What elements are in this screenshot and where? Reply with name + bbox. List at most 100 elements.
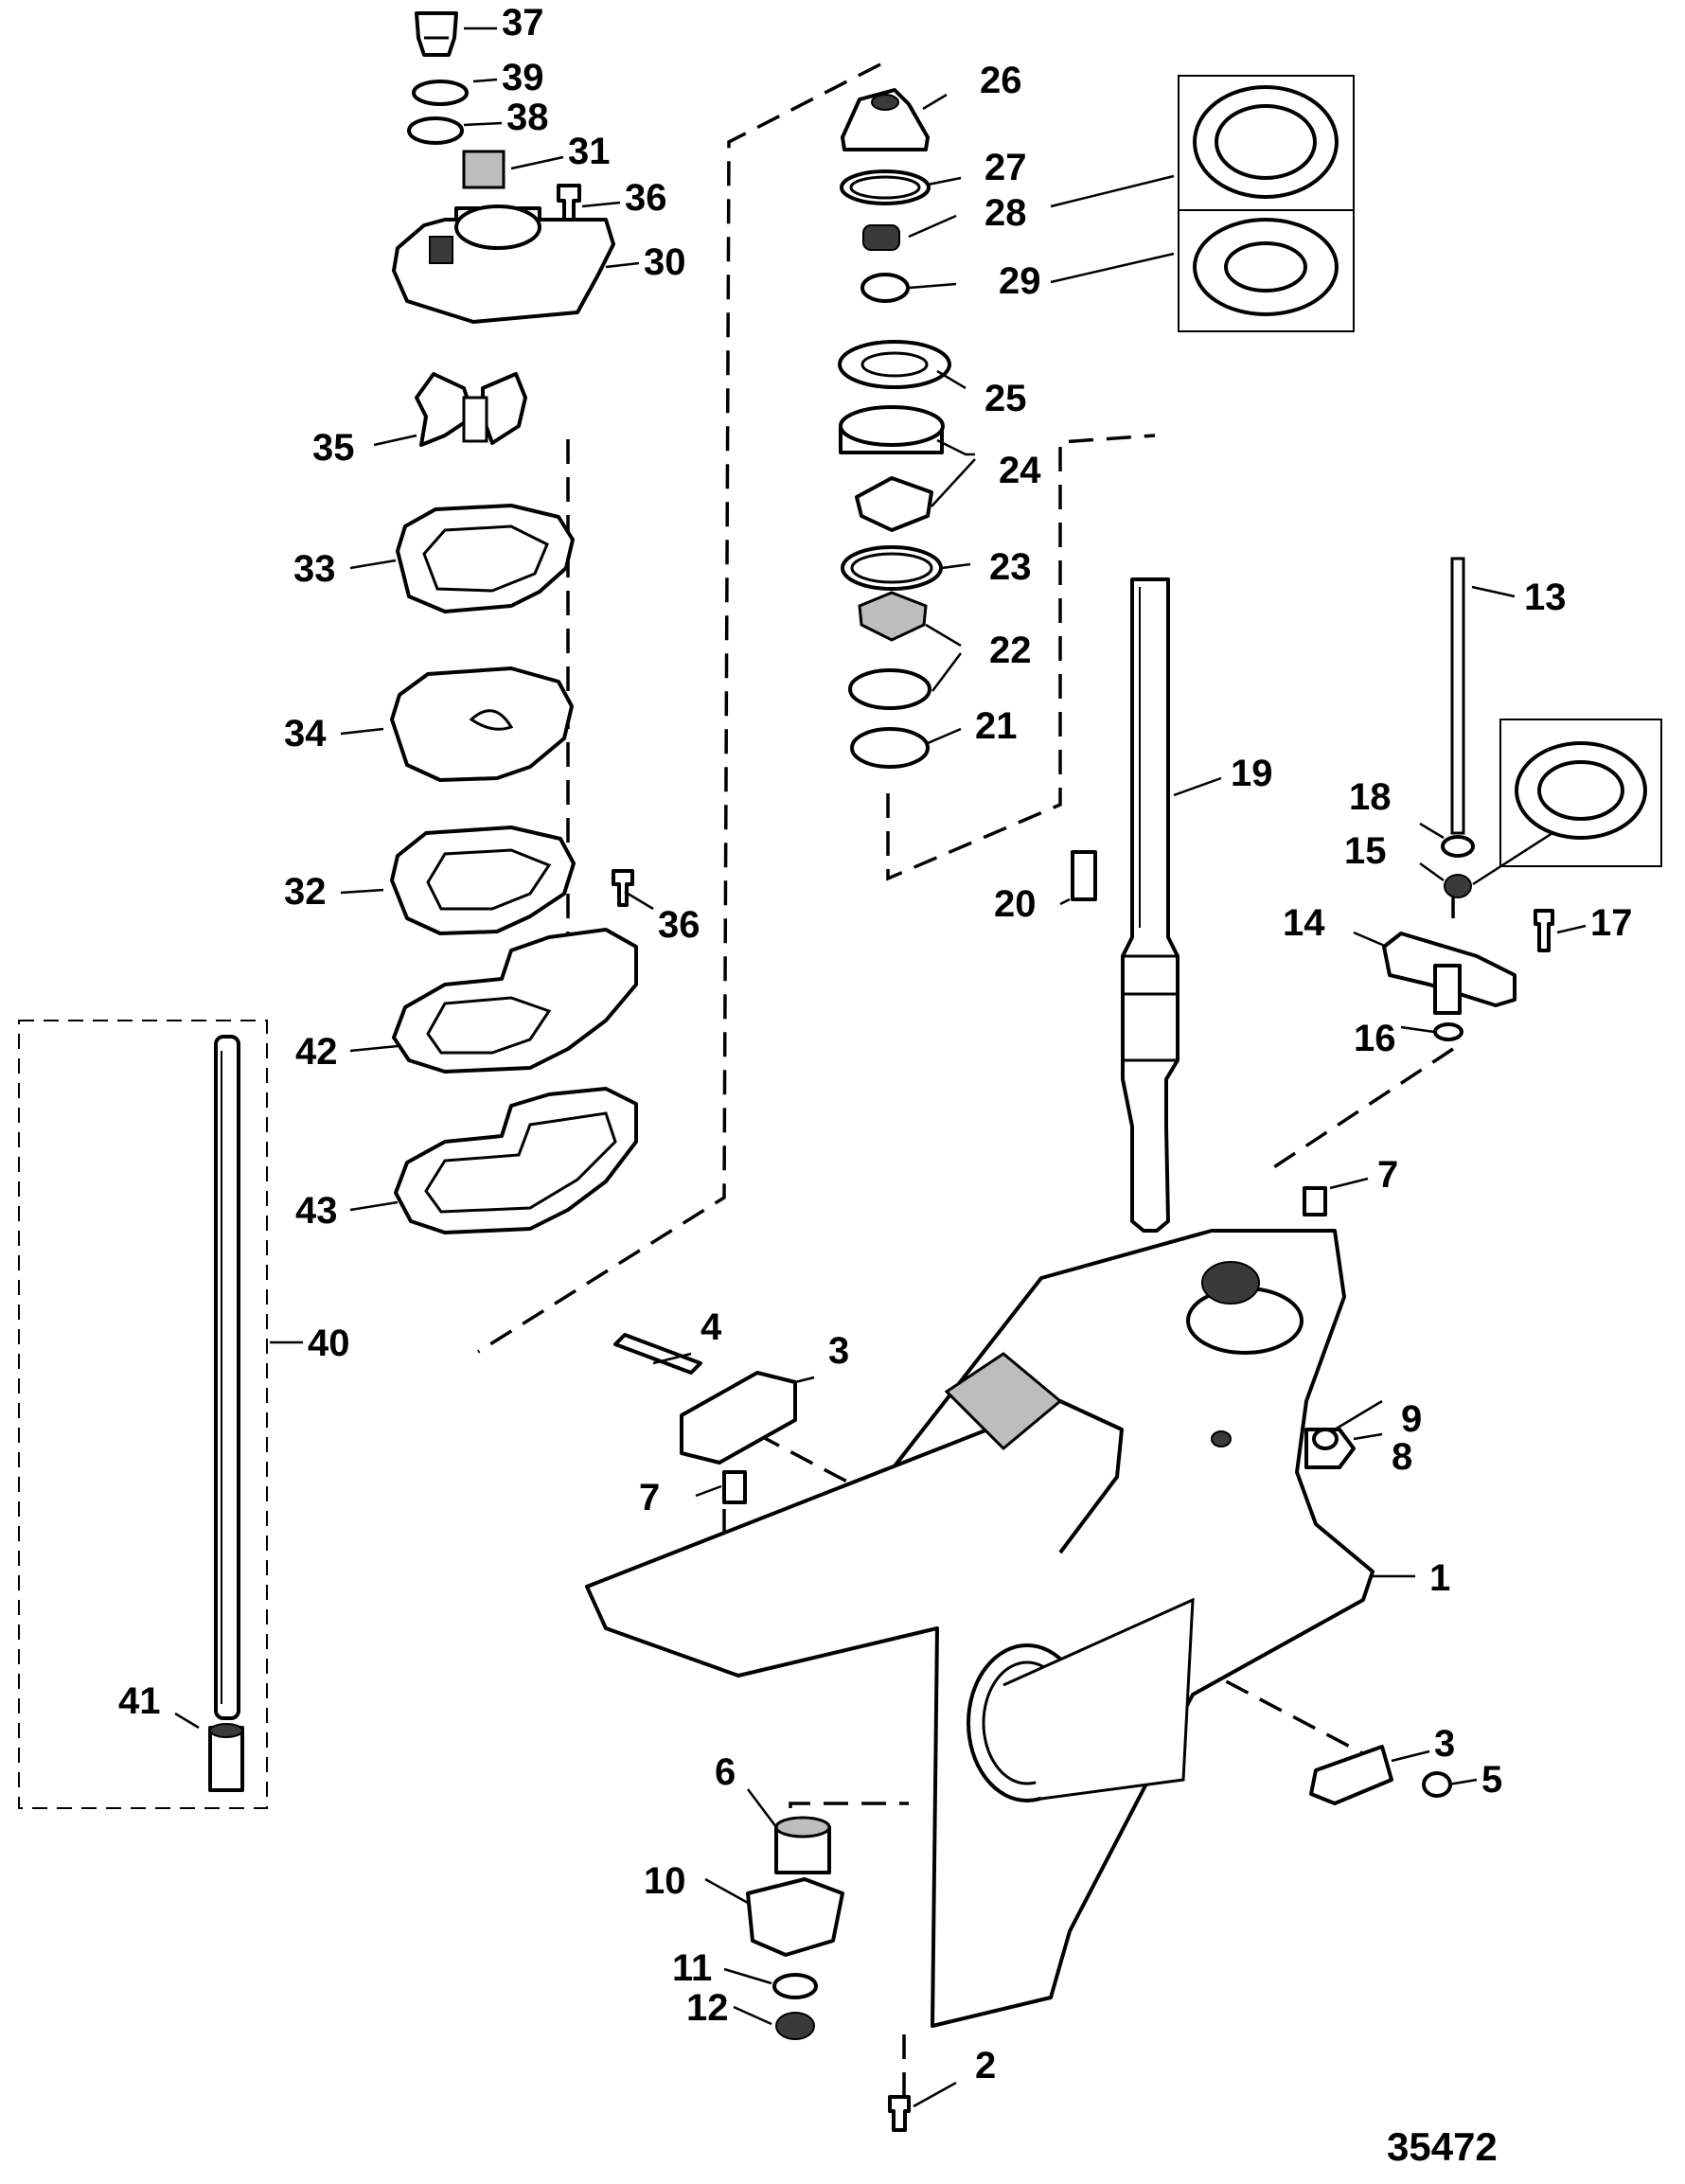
callout-1: 1 (1429, 1557, 1450, 1599)
bearing-stack-path-line (886, 434, 1156, 881)
callout-40: 40 (308, 1323, 350, 1364)
part-22-bearing-cone (858, 591, 928, 642)
part-3-anode (1309, 1745, 1393, 1805)
callout-29: 29 (999, 260, 1041, 302)
pinion-bearing-path-line (789, 1802, 909, 1808)
inset-bearing-28-inner (1215, 104, 1317, 180)
part-20-key (1071, 850, 1097, 901)
part-15-bearing (1444, 874, 1472, 898)
callout-3: 3 (828, 1330, 849, 1372)
gear-housing (585, 1229, 1375, 2028)
part-43-gasket-inner (424, 1111, 617, 1214)
part-34-slot (469, 709, 514, 731)
inset-seal-29-inner (1224, 241, 1307, 293)
callout-41: 41 (118, 1680, 161, 1722)
driveshaft-bearing-path-line (477, 62, 881, 1354)
part-30-housing-bore (454, 204, 541, 250)
part-7-dowel (722, 1470, 747, 1504)
bearing-stack-parts (838, 88, 1097, 901)
callout-28: 28 (984, 192, 1027, 234)
callout-10: 10 (644, 1860, 686, 1902)
callout-43: 43 (295, 1190, 338, 1232)
callout-5: 5 (1481, 1759, 1502, 1801)
part-42-plate-inner (426, 996, 552, 1055)
callout-7-upper: 7 (1377, 1154, 1398, 1196)
callout-labels: 37 39 38 31 36 30 35 33 34 32 36 42 43 4… (118, 2, 1633, 2086)
driveshaft-19 (1121, 577, 1180, 1233)
callout-3-lower: 3 (1434, 1723, 1455, 1765)
callout-32: 32 (284, 871, 327, 913)
part-17-screw (1534, 909, 1554, 952)
callout-16: 16 (1354, 1018, 1396, 1059)
callout-11: 11 (672, 1947, 712, 1989)
callout-13: 13 (1524, 577, 1567, 618)
callout-30: 30 (644, 241, 686, 283)
part-30-tube (429, 236, 453, 264)
callout-18: 18 (1349, 776, 1392, 818)
callout-14: 14 (1283, 902, 1325, 944)
callout-6: 6 (715, 1751, 736, 1793)
part-9-washer (1312, 1428, 1339, 1450)
housing-cavity (944, 1352, 1063, 1451)
callout-7: 7 (639, 1477, 660, 1518)
callout-33: 33 (293, 548, 336, 590)
part-24-cone (855, 476, 933, 532)
callout-21: 21 (975, 705, 1018, 747)
callout-39: 39 (502, 57, 544, 98)
callout-22: 22 (989, 630, 1032, 671)
callout-34: 34 (284, 713, 327, 755)
callout-38: 38 (506, 97, 549, 138)
shift-parts (1382, 557, 1554, 1041)
part-38-o-ring (407, 116, 464, 145)
part-31-grommet (462, 150, 506, 189)
part-19-driveshaft (1121, 577, 1180, 1233)
callout-17: 17 (1590, 902, 1633, 944)
callout-36: 36 (625, 177, 667, 219)
part-21-sleeve (850, 727, 930, 769)
part-22-bearing-cup (848, 668, 931, 710)
callout-37: 37 (502, 2, 544, 44)
part-36-screw-lower (612, 869, 634, 907)
part-1-gear-housing (585, 1229, 1375, 2028)
inset-bearing-15-inner (1537, 760, 1624, 821)
part-7-dowel-upper (1303, 1186, 1327, 1216)
callout-12: 12 (686, 1987, 729, 2029)
part-32-gasket-inner (426, 848, 552, 911)
part-12-nut (775, 2012, 815, 2040)
callout-24: 24 (999, 450, 1041, 491)
part-35-impeller-hub (462, 396, 488, 443)
figure-number: 35472 (1387, 2124, 1498, 2169)
part-26-bearing-retainer (841, 88, 930, 151)
callout-35: 35 (312, 427, 355, 469)
part-3-trim-tab (680, 1371, 797, 1465)
callout-9: 9 (1401, 1398, 1422, 1440)
part-16-o-ring (1433, 1022, 1463, 1041)
part-10-pinion-gear (746, 1877, 844, 1957)
callout-42: 42 (295, 1031, 338, 1073)
pinion-housing-path-line (1263, 1047, 1454, 1176)
part-11-washer (772, 1973, 818, 1999)
callout-15: 15 (1344, 830, 1387, 872)
part-33-gasket-inner (422, 524, 549, 593)
part-4-screw (613, 1333, 702, 1375)
part-39-o-ring (412, 80, 469, 106)
driveshaft-extension-kit-box (18, 1020, 268, 1809)
leader-lines (174, 27, 1587, 2108)
part-37-cap (415, 11, 458, 57)
driveshaft-kit (208, 1035, 244, 1792)
callout-31: 31 (568, 131, 611, 172)
callout-26: 26 (980, 60, 1022, 101)
part-13-shift-shaft (1450, 557, 1465, 835)
callout-27: 27 (984, 147, 1027, 188)
part-5-nut (1422, 1771, 1452, 1798)
callout-20: 20 (994, 883, 1037, 925)
callout-2: 2 (975, 2045, 996, 2086)
bearing-detail-insets (1178, 75, 1662, 867)
part-40-driveshaft (214, 1035, 240, 1720)
callout-8: 8 (1392, 1436, 1412, 1478)
callout-25: 25 (984, 378, 1027, 419)
part-18-washer (1441, 835, 1475, 858)
water-pump-parts (390, 11, 638, 1234)
